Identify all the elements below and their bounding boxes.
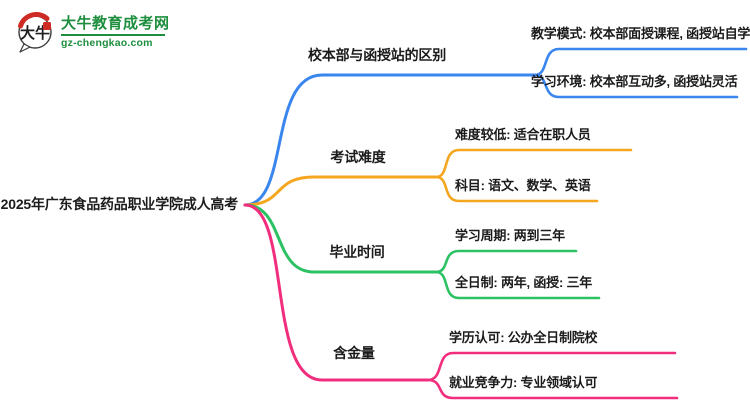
branch-difficulty-lines — [243, 148, 633, 207]
branch-value-child2-line — [426, 378, 679, 400]
branch-label-graduation-time[interactable]: 毕业时间 — [329, 244, 385, 260]
branch-graduation-main-line — [243, 203, 438, 274]
branch-graduation-child1-line — [434, 249, 578, 274]
site-url[interactable]: gz-chengkao.com — [61, 37, 153, 49]
branch-campus-child2-line — [533, 73, 739, 99]
branch-value-child1-line — [426, 351, 677, 382]
site-logo[interactable]: 大牛 大牛教育成考网 gz-chengkao.com — [16, 12, 170, 54]
branch-difficulty-main-line — [243, 175, 438, 207]
branch-graduation-child2-line — [434, 270, 601, 300]
leaf-low-difficulty[interactable]: 难度较低: 适合在职人员 — [455, 127, 591, 142]
branch-graduation-lines — [243, 203, 601, 300]
root-node[interactable]: 2025年广东食品药品职业学院成人高考 — [0, 196, 239, 212]
branch-difficulty-child1-line — [434, 148, 633, 179]
leaf-learning-environment[interactable]: 学习环境: 校本部互动多, 函授站灵活 — [531, 74, 738, 89]
branch-label-exam-difficulty[interactable]: 考试难度 — [330, 149, 386, 165]
branch-difficulty-child2-line — [434, 175, 599, 203]
leaf-degree-recognition[interactable]: 学历认可: 公办全日制院校 — [449, 330, 598, 345]
branch-label-campus-difference[interactable]: 校本部与函授站的区别 — [308, 47, 446, 63]
branch-campus-lines — [243, 47, 748, 207]
branch-campus-child1-line — [533, 47, 748, 77]
site-name: 大牛教育成考网 — [61, 15, 170, 32]
svg-text:大牛: 大牛 — [20, 24, 50, 42]
leaf-subjects[interactable]: 科目: 语文、数学、英语 — [455, 178, 591, 193]
branch-value-main-line — [243, 203, 430, 382]
logo-bull-icon: 大牛 — [16, 12, 56, 54]
branch-value-lines — [243, 203, 679, 400]
leaf-employment-competitiveness[interactable]: 就业竞争力: 专业领域认可 — [449, 375, 598, 390]
branch-campus-main-line — [243, 73, 537, 207]
logo-divider — [61, 34, 165, 36]
leaf-teaching-mode[interactable]: 教学模式: 校本部面授课程, 函授站自学 — [531, 26, 750, 41]
leaf-fulltime-duration[interactable]: 全日制: 两年, 函授: 三年 — [455, 275, 593, 290]
leaf-study-period[interactable]: 学习周期: 两到三年 — [455, 228, 565, 243]
branch-label-value[interactable]: 含金量 — [333, 345, 375, 361]
